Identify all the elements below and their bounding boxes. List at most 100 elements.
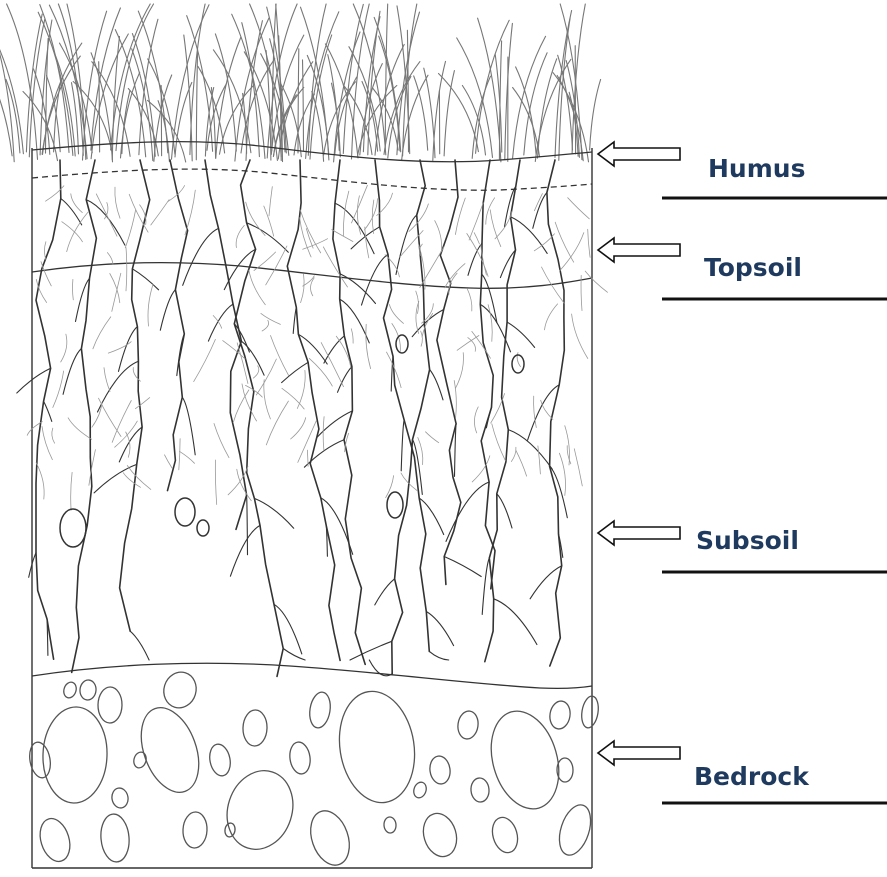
label-lines [662, 198, 887, 803]
root-hair [426, 432, 439, 443]
root-branch [247, 223, 289, 252]
root-hair [538, 446, 541, 474]
grass-blade [0, 26, 23, 154]
subsoil-label: Subsoil [696, 528, 799, 553]
root-branch [274, 604, 302, 654]
pebble [98, 687, 123, 723]
pebble [242, 710, 267, 747]
root-hair [179, 439, 180, 470]
bedrock-arrow-icon [598, 741, 680, 765]
root [72, 160, 97, 672]
bedrock-pebbles [27, 668, 600, 870]
root-branch [208, 304, 233, 341]
root-hairs [27, 185, 607, 510]
root-branch [508, 430, 552, 470]
roots [17, 160, 568, 676]
root-hair [126, 248, 127, 291]
grass-blade [303, 60, 304, 151]
root-hair [151, 200, 169, 225]
bedrock-boundary [32, 663, 592, 688]
topsoil-label: Topsoil [704, 255, 802, 280]
root-hair [418, 438, 423, 465]
stone [60, 509, 86, 547]
root-branch [530, 566, 562, 599]
root-hair [72, 279, 73, 299]
root [168, 160, 188, 491]
root-hair [271, 336, 289, 376]
pebble [383, 817, 396, 834]
grass-blade [535, 59, 571, 161]
pebble [217, 762, 303, 858]
pebble [62, 681, 78, 700]
pebble [131, 700, 210, 800]
root-hair [215, 460, 216, 505]
root-hair [364, 199, 377, 230]
humus-dashed-boundary [32, 169, 592, 190]
root-hair [366, 324, 371, 368]
pebble [110, 787, 129, 809]
root-branch [119, 427, 142, 462]
grass-blade [407, 30, 408, 152]
grass-blade [476, 20, 510, 153]
pebble [79, 679, 97, 701]
root [287, 160, 340, 660]
pebble [99, 813, 131, 863]
root-hair [511, 447, 516, 461]
root-branch [130, 631, 149, 660]
root-hair [214, 424, 229, 458]
root-hair [585, 271, 607, 292]
pebble [182, 811, 208, 848]
grass [0, 4, 601, 162]
subsoil-arrow-icon [598, 521, 680, 545]
root-hair [115, 421, 138, 447]
root-hair [516, 450, 527, 476]
root-hair [253, 366, 259, 378]
root-hair [135, 398, 149, 409]
grass-blade [524, 53, 547, 155]
stone [396, 335, 408, 353]
root-hair [467, 289, 472, 312]
grass-blade [196, 49, 197, 160]
bedrock-label: Bedrock [694, 764, 809, 789]
root-hair [233, 390, 249, 423]
grass-blade [73, 82, 111, 151]
root-hair [581, 275, 582, 310]
root-hair [261, 313, 281, 324]
root-hair [574, 449, 582, 486]
pebble [548, 700, 572, 731]
root-hair [454, 381, 456, 418]
grass-blade [505, 23, 513, 159]
root-hair [96, 194, 117, 236]
root-hair [42, 426, 52, 459]
root-hair [469, 203, 483, 240]
root-hair [309, 358, 332, 386]
arrows [598, 142, 680, 765]
root-hair [123, 473, 140, 488]
root-hair [495, 211, 512, 238]
root-hair [107, 253, 113, 264]
root-hair [455, 353, 463, 389]
grass-blade [213, 50, 251, 153]
grass-blade [83, 11, 107, 160]
root-hair [262, 320, 269, 331]
root-hair [266, 246, 287, 285]
root-hair [236, 225, 244, 247]
root-hair [148, 284, 153, 326]
grass-blade [385, 4, 388, 152]
root-branch [282, 362, 309, 382]
root-hair [41, 262, 51, 286]
stone [512, 355, 524, 373]
root-branch [230, 525, 260, 576]
root-branch [444, 557, 481, 577]
root-branch [426, 612, 453, 646]
root-hair [165, 455, 173, 468]
root-hair [352, 185, 368, 223]
root-branch [401, 420, 404, 471]
root-branch [61, 199, 82, 225]
root-branch [500, 250, 515, 278]
pebble [35, 815, 75, 865]
root-hair [71, 194, 83, 213]
root-hair [125, 210, 135, 248]
